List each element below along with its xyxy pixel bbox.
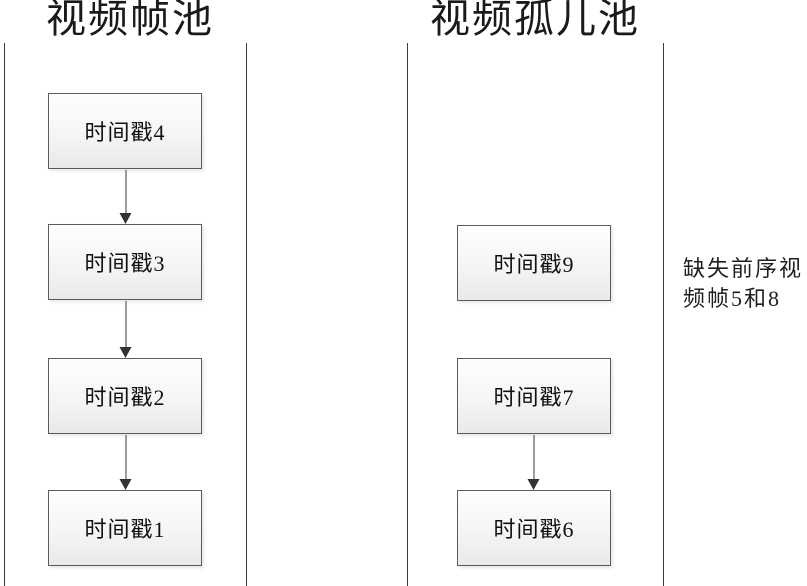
arrow-shaft bbox=[533, 435, 534, 480]
lane-line-right-outer bbox=[663, 43, 664, 586]
node-timestamp-4: 时间戳4 bbox=[48, 93, 202, 169]
node-timestamp-3: 时间戳3 bbox=[48, 224, 202, 300]
node-timestamp-9: 时间戳9 bbox=[457, 225, 611, 301]
arrow-shaft bbox=[125, 435, 126, 480]
arrow-head-icon bbox=[119, 213, 131, 224]
arrow-head-icon bbox=[119, 479, 131, 490]
node-timestamp-2: 时间戳2 bbox=[48, 358, 202, 434]
pool-title-video-frame-pool: 视频帧池 bbox=[46, 0, 214, 41]
lane-line-right-inner bbox=[407, 43, 408, 586]
arrow-3-to-2 bbox=[119, 301, 132, 358]
arrow-shaft bbox=[125, 170, 126, 214]
arrow-2-to-1 bbox=[119, 435, 132, 490]
arrow-shaft bbox=[125, 301, 126, 348]
node-timestamp-1: 时间戳1 bbox=[48, 490, 202, 566]
node-timestamp-7: 时间戳7 bbox=[457, 358, 611, 434]
arrow-4-to-3 bbox=[119, 170, 132, 224]
node-timestamp-6: 时间戳6 bbox=[457, 490, 611, 566]
lane-line-left-inner bbox=[246, 43, 247, 586]
arrow-head-icon bbox=[119, 347, 131, 358]
arrow-7-to-6 bbox=[527, 435, 540, 490]
arrow-head-icon bbox=[527, 479, 539, 490]
lane-line-left-outer bbox=[4, 43, 5, 586]
missing-frames-annotation: 缺失前序视频帧5和8 bbox=[683, 256, 804, 311]
pool-title-video-orphan-pool: 视频孤儿池 bbox=[430, 0, 640, 41]
